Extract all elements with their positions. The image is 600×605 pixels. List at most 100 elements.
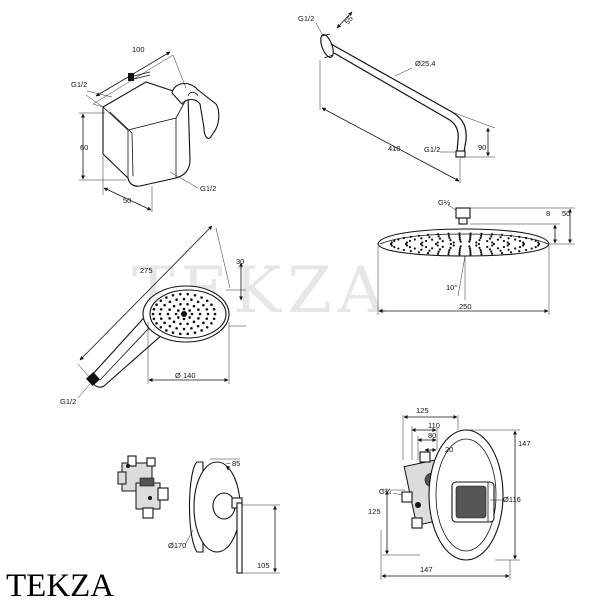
- nozzle-dot: [198, 312, 202, 316]
- nozzle-dot: [475, 241, 478, 244]
- overhead-nozzle-pattern: [389, 232, 541, 256]
- nozzle-dot: [205, 325, 209, 329]
- nozzle-dot: [177, 309, 180, 312]
- thermo-thread-label: G¾: [379, 487, 392, 496]
- nozzle-dot: [437, 250, 440, 253]
- nozzle-dot: [193, 293, 197, 297]
- thermo-height125-label: 125: [368, 507, 381, 516]
- nozzle-dot: [159, 308, 163, 311]
- nozzle-dot: [420, 248, 423, 251]
- nozzle-dot: [175, 298, 178, 302]
- nozzle-dot: [496, 247, 500, 250]
- nozzle-dot: [521, 241, 525, 244]
- nozzle-dot: [397, 247, 400, 250]
- nozzle-dot: [190, 326, 193, 330]
- nozzle-dot: [499, 249, 502, 252]
- overhead-shower-drawing: 10° 250 50 8 G½: [377, 198, 575, 315]
- nozzle-dot: [452, 241, 455, 244]
- overhead-thread-label: G½: [438, 198, 451, 207]
- nozzle-dot: [192, 320, 196, 324]
- nozzle-dot: [500, 251, 504, 255]
- nozzle-dot: [469, 232, 472, 235]
- holder-thread-bottom-label: G1/2: [200, 184, 216, 193]
- nozzle-dot: [428, 249, 431, 252]
- nozzle-dot: [190, 298, 193, 302]
- nozzle-dot: [438, 237, 442, 240]
- nozzle-dot: [155, 303, 158, 307]
- nozzle-dot: [408, 239, 412, 243]
- nozzle-dot: [390, 241, 393, 244]
- nozzle-dot: [522, 242, 526, 246]
- holder-depth-label: 50: [123, 196, 131, 205]
- hand-thickness-label: 30: [236, 257, 244, 266]
- nozzle-dot: [499, 236, 502, 239]
- nozzle-dot: [186, 332, 190, 336]
- hand-diameter-label: 140: [183, 371, 196, 380]
- nozzle-dot: [172, 320, 176, 324]
- nozzle-dot: [530, 238, 533, 241]
- nozzle-dot: [469, 236, 472, 239]
- nozzle-dot: [486, 245, 489, 248]
- nozzle-dot: [518, 235, 521, 238]
- overhead-total-height-label: 50: [562, 209, 570, 218]
- nozzle-dot: [424, 245, 428, 249]
- nozzle-dot: [447, 234, 450, 237]
- nozzle-dot: [436, 241, 439, 244]
- nozzle-dot: [196, 324, 200, 328]
- nozzle-dot: [480, 251, 483, 254]
- nozzle-dot: [458, 232, 461, 235]
- shower-holder-drawing: 100 60 50 G1/2 G1/2: [71, 45, 220, 212]
- nozzle-dot: [459, 240, 462, 243]
- nozzle-dot: [534, 245, 537, 249]
- nozzle-dot: [213, 312, 217, 316]
- nozzle-dot: [178, 292, 182, 296]
- holder-thread-top-label: G1/2: [71, 80, 87, 89]
- nozzle-dot: [163, 321, 166, 325]
- nozzle-dot: [421, 241, 424, 244]
- nozzle-dot: [486, 240, 489, 243]
- nozzle-dot: [447, 253, 450, 256]
- nozzle-dot: [171, 331, 175, 335]
- arm-flange-label: 55: [343, 14, 355, 26]
- nozzle-dot: [502, 245, 506, 249]
- nozzle-dot: [478, 246, 481, 249]
- nozzle-dot: [488, 237, 492, 240]
- thermo-dim147v-label: 147: [518, 439, 531, 448]
- nozzle-dot: [458, 238, 462, 241]
- nozzle-dot: [468, 238, 472, 241]
- nozzle-dot: [168, 324, 172, 328]
- nozzle-dot: [397, 238, 400, 241]
- nozzle-dot: [186, 322, 189, 326]
- nozzle-dot: [212, 307, 216, 311]
- nozzle-dot: [469, 253, 472, 256]
- nozzle-dot: [159, 325, 163, 329]
- nozzle-dot: [426, 233, 430, 237]
- nozzle-dot: [159, 299, 163, 303]
- nozzle-dot: [478, 239, 481, 242]
- nozzle-dot: [491, 241, 494, 244]
- hand-length-label: 275: [140, 266, 153, 275]
- nozzle-dot: [459, 245, 462, 248]
- nozzle-dot: [175, 326, 178, 330]
- nozzle-dot: [530, 247, 533, 250]
- nozzle-dot: [500, 233, 504, 237]
- nozzle-dot: [449, 246, 452, 249]
- nozzle-dot: [507, 237, 510, 240]
- single-mixer-drawing: ~ 85 105 Ø170: [117, 455, 280, 574]
- mixer-rough-in-body: [117, 455, 169, 519]
- nozzle-dot: [449, 239, 452, 242]
- nozzle-dot: [438, 248, 442, 251]
- thermostat-mixer-drawing: 125 110 80 20 147 125 G¾ Ø116 147: [368, 406, 531, 580]
- nozzle-dot: [177, 316, 180, 319]
- nozzle-dot: [210, 321, 213, 325]
- nozzle-dot: [419, 242, 423, 246]
- nozzle-dot: [393, 239, 396, 243]
- hand-thread-label: G1/2: [60, 397, 76, 406]
- nozzle-dot: [190, 312, 194, 316]
- nozzle-dot: [492, 242, 496, 246]
- thermo-dim20-label: 20: [445, 445, 453, 454]
- nozzle-dot: [488, 248, 492, 251]
- nozzle-dot: [506, 241, 509, 244]
- nozzle-dot: [168, 300, 172, 304]
- nozzle-dot: [534, 239, 537, 243]
